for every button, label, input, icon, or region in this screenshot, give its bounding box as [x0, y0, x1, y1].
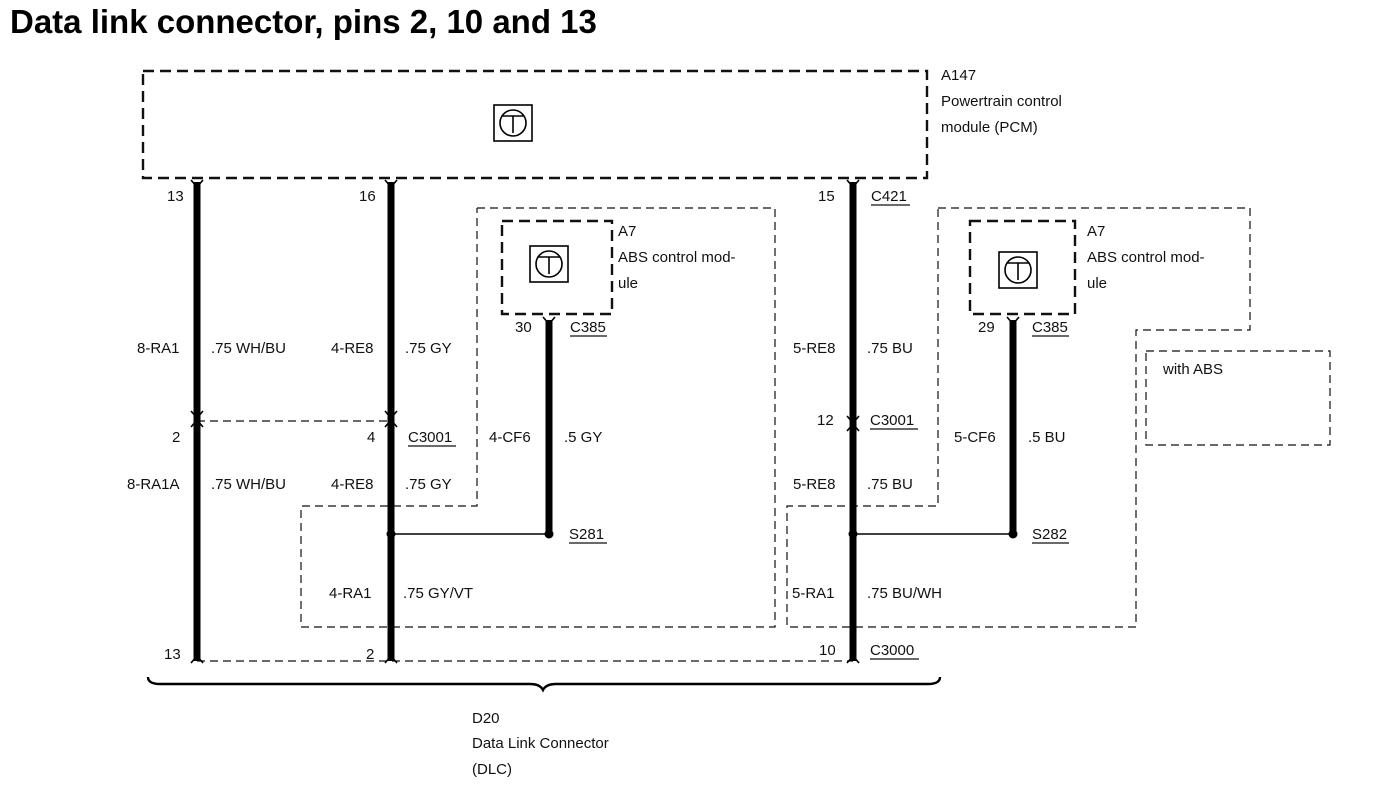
wire-spec-5-gy: .5 GY [564, 429, 602, 446]
pcm-module-box [141, 69, 929, 180]
abs-left-module-box [500, 219, 614, 316]
splice-dot [848, 529, 858, 539]
wire-label-4-cf6: 4-CF6 [489, 429, 531, 446]
abs-right-module-box [968, 219, 1077, 316]
abs-right-pin: 29 [978, 319, 995, 336]
pcm-connector-c421: C421 [871, 188, 907, 205]
pcm-name-line2: module (PCM) [941, 119, 1038, 136]
wire-spec-bu-upper: .75 BU [867, 340, 913, 357]
pcm-pin-13: 13 [167, 188, 184, 205]
wire-spec-5-bu: .5 BU [1028, 429, 1066, 446]
splice-dot-s282 [1008, 529, 1018, 539]
wire-spec-gy-upper: .75 GY [405, 340, 452, 357]
connector-pin-icons [190, 179, 1020, 664]
dlc-pin-13: 13 [164, 646, 181, 663]
splice-s281: S281 [569, 526, 604, 543]
abs-right-connector: C385 [1032, 319, 1068, 336]
ecu-symbol-icon [998, 251, 1038, 289]
wire-label-8-ra1: 8-RA1 [137, 340, 180, 357]
pcm-id: A147 [941, 67, 976, 84]
wire-label-8-ra1a: 8-RA1A [127, 476, 180, 493]
wire-label-5-cf6: 5-CF6 [954, 429, 996, 446]
abs-left-id: A7 [618, 223, 636, 240]
dlc-id: D20 [472, 710, 500, 727]
dlc-pin-10: 10 [819, 642, 836, 659]
wire-spec-wh-bu-upper: .75 WH/BU [211, 340, 286, 357]
wire-spec-wh-bu-lower: .75 WH/BU [211, 476, 286, 493]
with-abs-box [1145, 350, 1331, 446]
inline-pin-4: 4 [367, 429, 375, 446]
pcm-pin-15: 15 [818, 188, 835, 205]
ecu-symbol-icon [529, 245, 569, 283]
abs-right-id: A7 [1087, 223, 1105, 240]
abs-right-name-line1: ABS control mod- [1087, 249, 1205, 266]
abs-left-connector: C385 [570, 319, 606, 336]
inline-connector-c3001-left: C3001 [408, 429, 452, 446]
abs-left-name-line1: ABS control mod- [618, 249, 736, 266]
pcm-pin-16: 16 [359, 188, 376, 205]
ecu-symbol-icon [493, 104, 533, 142]
dlc-name-line2: (DLC) [472, 761, 512, 778]
dlc-name-line1: Data Link Connector [472, 735, 609, 752]
dlc-pin-2: 2 [366, 646, 374, 663]
abs-left-name-line2: ule [618, 275, 638, 292]
splice-dot [386, 529, 396, 539]
wire-label-4-ra1: 4-RA1 [329, 585, 372, 602]
pcm-name-line1: Powertrain control [941, 93, 1062, 110]
wire-spec-gy-lower: .75 GY [405, 476, 452, 493]
wire-label-5-re8-lower: 5-RE8 [793, 476, 836, 493]
dlc-connector-c3000: C3000 [870, 642, 914, 659]
dlc-brace [146, 676, 942, 693]
abs-right-outline [786, 207, 1251, 628]
splice-s282: S282 [1032, 526, 1067, 543]
inline-connector-c3001-right: C3001 [870, 412, 914, 429]
page-title: Data link connector, pins 2, 10 and 13 [10, 3, 597, 40]
with-abs-label: with ABS [1162, 361, 1223, 378]
wire-label-5-ra1: 5-RA1 [792, 585, 835, 602]
abs-left-pin: 30 [515, 319, 532, 336]
wire-label-4-re8-lower: 4-RE8 [331, 476, 374, 493]
wire-label-5-re8-upper: 5-RE8 [793, 340, 836, 357]
abs-left-outline [300, 207, 776, 628]
wire-spec-bu-lower: .75 BU [867, 476, 913, 493]
abs-right-name-line2: ule [1087, 275, 1107, 292]
wire-label-4-re8-upper: 4-RE8 [331, 340, 374, 357]
wire-spec-gy-vt: .75 GY/VT [403, 585, 473, 602]
splice-dot-s281 [544, 529, 554, 539]
wire-spec-bu-wh: .75 BU/WH [867, 585, 942, 602]
inline-pin-12: 12 [817, 412, 834, 429]
inline-pin-2: 2 [172, 429, 180, 446]
